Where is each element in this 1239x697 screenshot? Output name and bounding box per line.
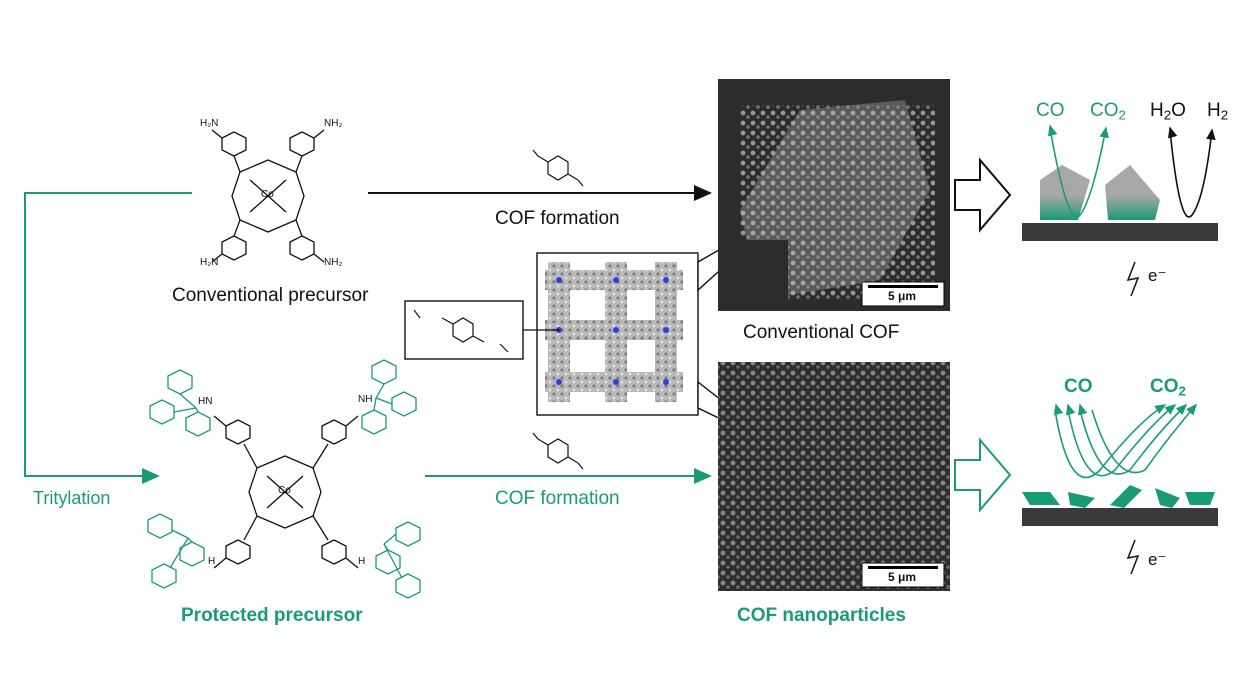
conventional-cof-label: Conventional COF xyxy=(743,322,900,343)
trityl-groups xyxy=(147,359,421,599)
sem-image-nanoparticles xyxy=(718,362,950,591)
imine-linker-inset xyxy=(404,300,524,360)
terephthalaldehyde-top xyxy=(532,149,584,187)
h2o-label: H2O xyxy=(1150,100,1186,123)
cof-formation-label-top: COF formation xyxy=(495,208,620,229)
result-arrow-top xyxy=(954,157,1012,233)
electrode-top-schematic xyxy=(1022,124,1218,297)
conventional-precursor-structure xyxy=(211,129,325,263)
co2-label-bottom: CO2 xyxy=(1150,376,1186,399)
result-arrow-bottom xyxy=(954,437,1012,513)
scale-bar-label-bottom: 5 μm xyxy=(888,570,917,584)
tritylation-arrow xyxy=(24,192,192,484)
electron-label-top: e⁻ xyxy=(1148,266,1167,285)
nh2-bottom-left: H₂N xyxy=(200,257,219,268)
nh-protected-3: H xyxy=(208,556,216,567)
terephthalaldehyde-bottom xyxy=(532,432,584,470)
cof-framework-render xyxy=(545,262,683,402)
electrode-bottom-schematic xyxy=(1022,403,1218,575)
nh-protected-1: HN xyxy=(198,396,213,407)
co2-label-top: CO2 xyxy=(1090,100,1126,123)
nh2-top-right: NH₂ xyxy=(324,118,343,129)
nh2-top-left: H₂N xyxy=(200,118,219,129)
protected-precursor-label: Protected precursor xyxy=(181,605,363,626)
protected-precursor-structure xyxy=(147,359,421,599)
nh-protected-4: H xyxy=(358,556,366,567)
sem-image-conventional xyxy=(718,79,950,311)
electron-label-bottom: e⁻ xyxy=(1148,550,1167,569)
cobalt-center-bottom: Co xyxy=(278,485,291,496)
nh2-bottom-right: NH₂ xyxy=(324,257,343,268)
nh-protected-2: NH xyxy=(358,394,373,405)
cof-nanoparticles-label: COF nanoparticles xyxy=(737,605,906,626)
co-label-bottom: CO xyxy=(1064,376,1093,397)
cof-formation-label-bottom: COF formation xyxy=(495,488,620,509)
h2-label: H2 xyxy=(1207,100,1229,123)
co-label-top: CO xyxy=(1036,100,1065,121)
tritylation-label: Tritylation xyxy=(33,488,111,508)
cobalt-center-top: Co xyxy=(261,189,274,200)
conventional-precursor-label: Conventional precursor xyxy=(172,285,369,306)
scale-bar-label-top: 5 μm xyxy=(888,289,917,303)
